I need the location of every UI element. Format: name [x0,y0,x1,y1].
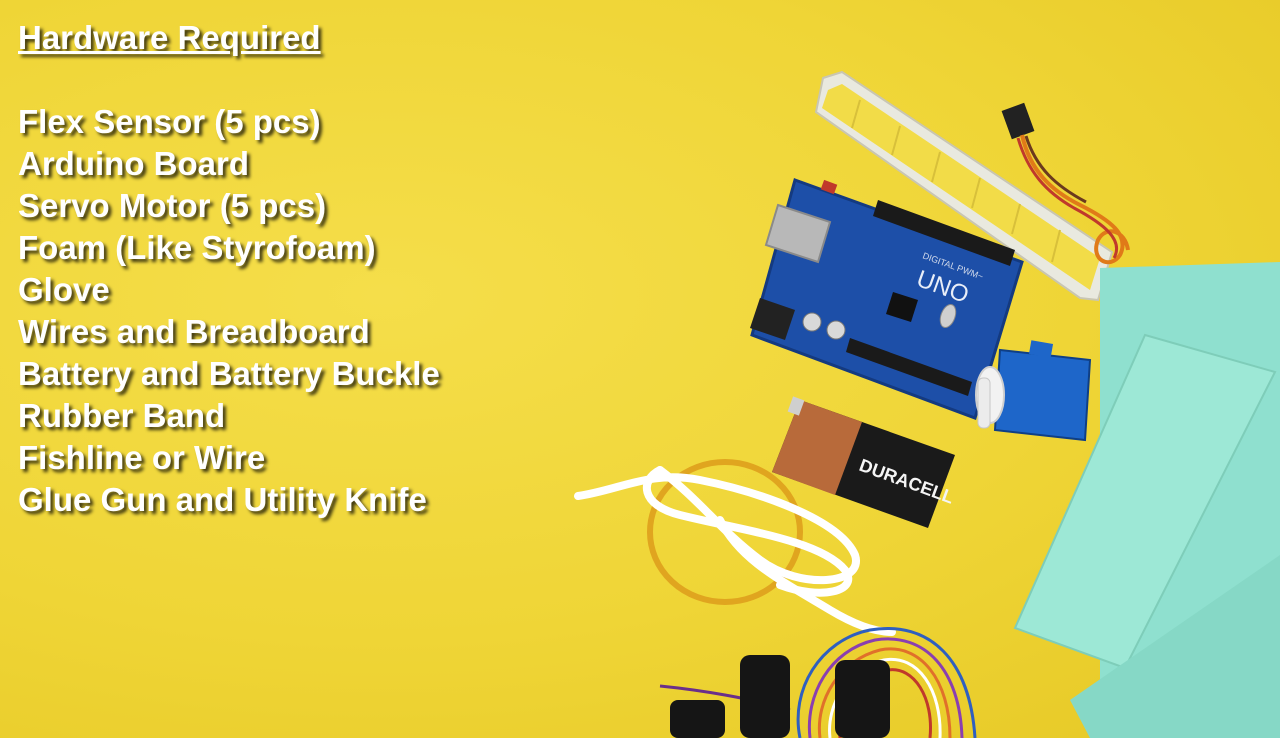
hardware-item: Glue Gun and Utility Knife [18,481,427,518]
hardware-item: Fishline or Wire [18,439,266,476]
hardware-item: Flex Sensor (5 pcs) [18,103,321,140]
hardware-items: Flex Sensor (5 pcs) Arduino Board Servo … [18,101,440,521]
servo-cable [1001,102,1130,265]
hardware-item: Arduino Board [18,145,249,182]
hardware-heading: Hardware Required [18,19,321,56]
hardware-item: Battery and Battery Buckle [18,355,440,392]
hardware-item: Wires and Breadboard [18,313,370,350]
rubber-band [647,459,803,605]
battery-9v: DURACELL [772,396,957,528]
hardware-item: Foam (Like Styrofoam) [18,229,376,266]
foam-blocks [1013,262,1280,738]
connector-clips [670,655,890,738]
flex-sensor [814,70,1114,302]
hardware-item: Glove [18,271,110,308]
hardware-list-overlay: Hardware Required Flex Sensor (5 pcs) Ar… [18,18,440,521]
servo-motor [975,340,1092,442]
hardware-item: Servo Motor (5 pcs) [18,187,327,224]
arduino-board: UNO DIGITAL PWM~ [750,178,1024,420]
hardware-item: Rubber Band [18,397,226,434]
